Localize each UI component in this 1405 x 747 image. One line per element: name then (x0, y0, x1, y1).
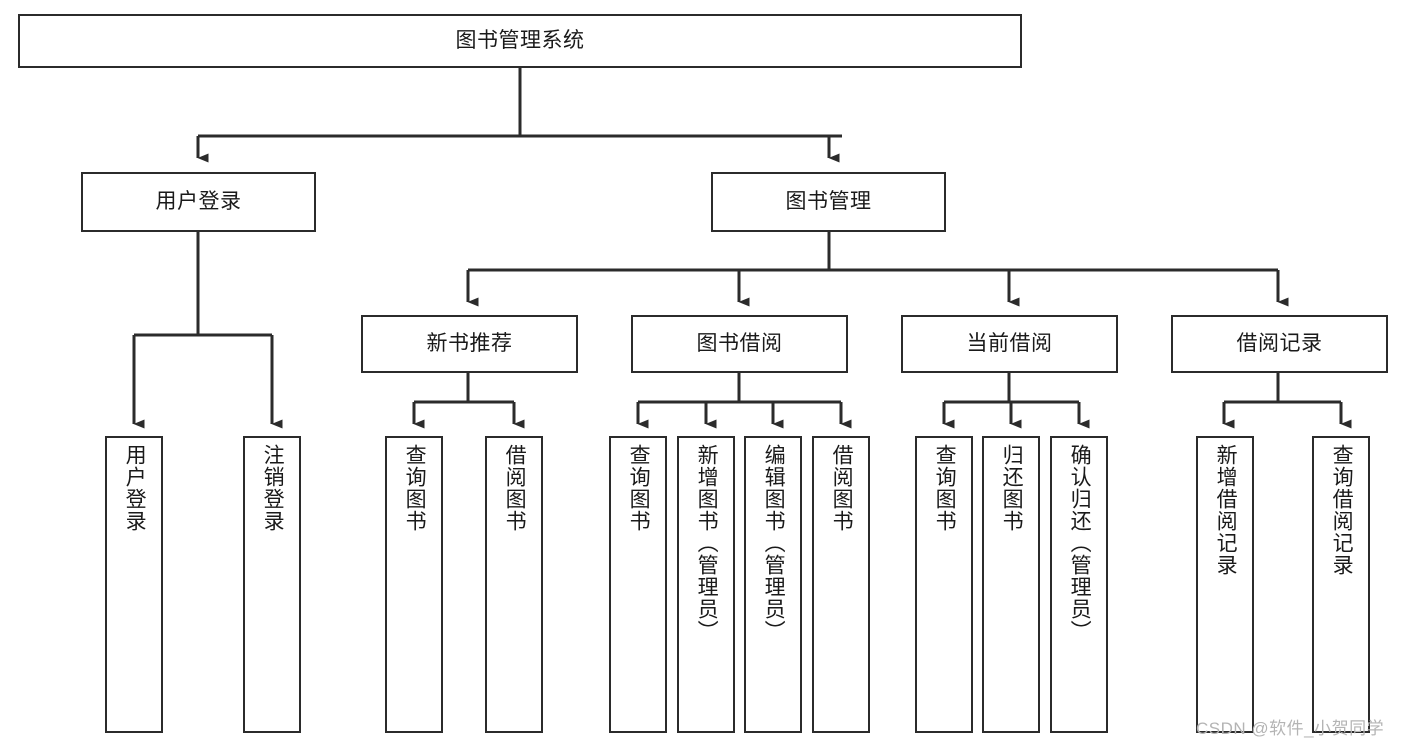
leaf-logout-label: 注销登录 (261, 444, 285, 532)
node-book-borrowing[interactable]: 图书借阅 (631, 315, 848, 373)
watermark-text: CSDN @软件_小贺同学 (1196, 719, 1385, 738)
leaf-add-borrow-record[interactable]: 新增借阅记录 (1196, 436, 1254, 733)
node-current-borrowing-label: 当前借阅 (966, 332, 1053, 356)
leaf-query-book-borrowing-label: 查询图书 (627, 444, 651, 532)
leaf-edit-book-admin[interactable]: 编辑图书（管理员） (744, 436, 802, 733)
node-borrowing-records-label: 借阅记录 (1236, 332, 1323, 356)
leaf-query-book-borrowing[interactable]: 查询图书 (609, 436, 667, 733)
node-current-borrowing[interactable]: 当前借阅 (901, 315, 1118, 373)
node-book-management-label: 图书管理 (785, 190, 872, 214)
leaf-edit-book-admin-label: 编辑图书（管理员） (762, 444, 786, 642)
leaf-borrow-book-borrowing[interactable]: 借阅图书 (812, 436, 870, 733)
leaf-confirm-return-admin[interactable]: 确认归还（管理员） (1050, 436, 1108, 733)
leaf-logout[interactable]: 注销登录 (243, 436, 301, 733)
leaf-borrow-book-recommend[interactable]: 借阅图书 (485, 436, 543, 733)
leaf-borrow-book-borrowing-label: 借阅图书 (830, 444, 854, 532)
node-new-book-recommendation[interactable]: 新书推荐 (361, 315, 578, 373)
node-user-login[interactable]: 用户登录 (81, 172, 316, 232)
leaf-return-book[interactable]: 归还图书 (982, 436, 1040, 733)
node-new-book-recommendation-label: 新书推荐 (426, 332, 513, 356)
leaf-confirm-return-admin-label: 确认归还（管理员） (1068, 444, 1092, 642)
leaf-query-book-current[interactable]: 查询图书 (915, 436, 973, 733)
leaf-user-login[interactable]: 用户登录 (105, 436, 163, 733)
leaf-return-book-label: 归还图书 (1000, 444, 1024, 532)
leaf-query-borrow-record-label: 查询借阅记录 (1330, 444, 1354, 576)
node-book-borrowing-label: 图书借阅 (696, 332, 783, 356)
node-user-login-label: 用户登录 (155, 190, 242, 214)
leaf-user-login-label: 用户登录 (123, 444, 147, 532)
node-root[interactable]: 图书管理系统 (18, 14, 1022, 68)
node-borrowing-records[interactable]: 借阅记录 (1171, 315, 1388, 373)
leaf-add-borrow-record-label: 新增借阅记录 (1214, 444, 1238, 576)
node-book-management[interactable]: 图书管理 (711, 172, 946, 232)
leaf-add-book-admin-label: 新增图书（管理员） (695, 444, 719, 642)
leaf-borrow-book-recommend-label: 借阅图书 (503, 444, 527, 532)
node-root-label: 图书管理系统 (455, 29, 585, 53)
leaf-query-borrow-record[interactable]: 查询借阅记录 (1312, 436, 1370, 733)
leaf-add-book-admin[interactable]: 新增图书（管理员） (677, 436, 735, 733)
leaf-query-book-recommend-label: 查询图书 (403, 444, 427, 532)
leaf-query-book-recommend[interactable]: 查询图书 (385, 436, 443, 733)
leaf-query-book-current-label: 查询图书 (933, 444, 957, 532)
